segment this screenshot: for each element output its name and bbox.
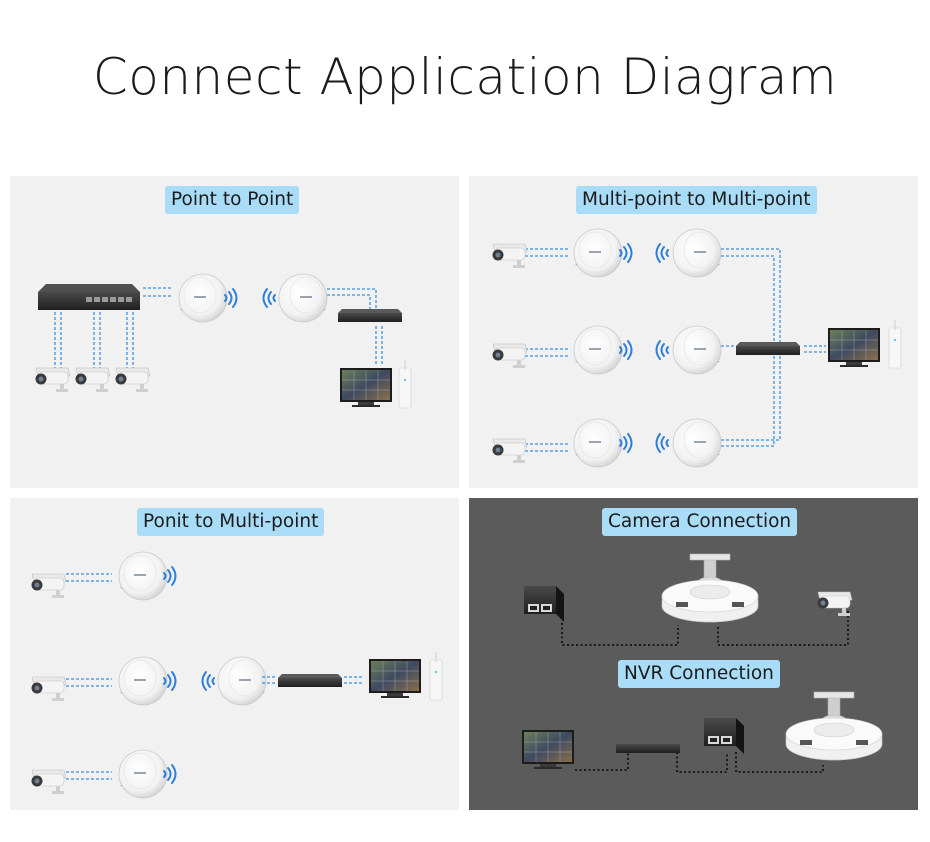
- ceiling-ap-icon: [661, 553, 759, 623]
- mp2mp-diagram: [492, 228, 902, 468]
- router-icon: [398, 359, 412, 409]
- panel-point-to-point: [10, 176, 459, 488]
- label-multipoint-to-multipoint: Multi-point to Multi-point: [576, 186, 817, 214]
- wifi-signal-icon: [224, 288, 238, 308]
- cpe-antenna-icon: [217, 656, 267, 706]
- cpe-antenna-icon: [573, 325, 623, 375]
- cpe-antenna-icon: [118, 749, 168, 799]
- cpe-antenna-icon: [672, 418, 722, 468]
- cpe-antenna-icon: [672, 228, 722, 278]
- wifi-signal-icon: [262, 288, 276, 308]
- wifi-signal-icon: [619, 433, 633, 453]
- wifi-signal-icon: [201, 671, 215, 691]
- page-title: Connect Application Diagram: [92, 48, 838, 106]
- cpe-antenna-icon: [118, 551, 168, 601]
- camera-icon: [75, 367, 111, 393]
- wifi-signal-icon: [619, 243, 633, 263]
- cpe-antenna-icon: [672, 325, 722, 375]
- label-camera-connection: Camera Connection: [602, 508, 798, 536]
- nvr-recorder-icon: [338, 309, 402, 322]
- nvr-recorder-icon: [616, 740, 680, 753]
- camera-icon: [115, 367, 151, 393]
- label-point-to-point: Point to Point: [165, 186, 300, 214]
- ceiling-ap-icon: [785, 691, 883, 761]
- camera-icon: [35, 367, 71, 393]
- cpe-antenna-icon: [573, 418, 623, 468]
- camera-nvr-diagram: [521, 553, 883, 773]
- monitor-icon: [339, 367, 393, 408]
- poe-injector-icon: [524, 586, 564, 622]
- cpe-antenna-icon: [178, 273, 228, 323]
- wifi-signal-icon: [655, 433, 669, 453]
- cpe-antenna-icon: [278, 273, 328, 323]
- panel-point-to-multipoint: [10, 498, 459, 810]
- camera-icon: [492, 438, 528, 464]
- wifi-signal-icon: [655, 340, 669, 360]
- camera-icon: [31, 573, 67, 599]
- camera-icon: [492, 343, 528, 369]
- camera-icon: [492, 243, 528, 269]
- poe-injector-icon: [704, 718, 744, 754]
- camera-icon: [31, 676, 67, 702]
- p2mp-diagram: [31, 551, 443, 799]
- monitor-icon: [827, 327, 881, 368]
- label-nvr-connection: NVR Connection: [618, 660, 780, 688]
- p2p-diagram: [35, 273, 412, 409]
- wifi-signal-icon: [619, 340, 633, 360]
- monitor-icon: [368, 658, 422, 699]
- wifi-signal-icon: [655, 243, 669, 263]
- router-icon: [429, 651, 443, 701]
- cpe-antenna-icon: [118, 656, 168, 706]
- router-icon: [888, 319, 902, 369]
- label-point-to-multipoint: Ponit to Multi-point: [137, 508, 325, 536]
- camera-icon: [31, 769, 67, 795]
- nvr-recorder-icon: [278, 674, 342, 687]
- switch-icon: [38, 284, 140, 310]
- cpe-antenna-icon: [573, 228, 623, 278]
- nvr-recorder-icon: [736, 342, 800, 355]
- camera-icon: [817, 591, 853, 617]
- monitor-icon: [521, 729, 575, 770]
